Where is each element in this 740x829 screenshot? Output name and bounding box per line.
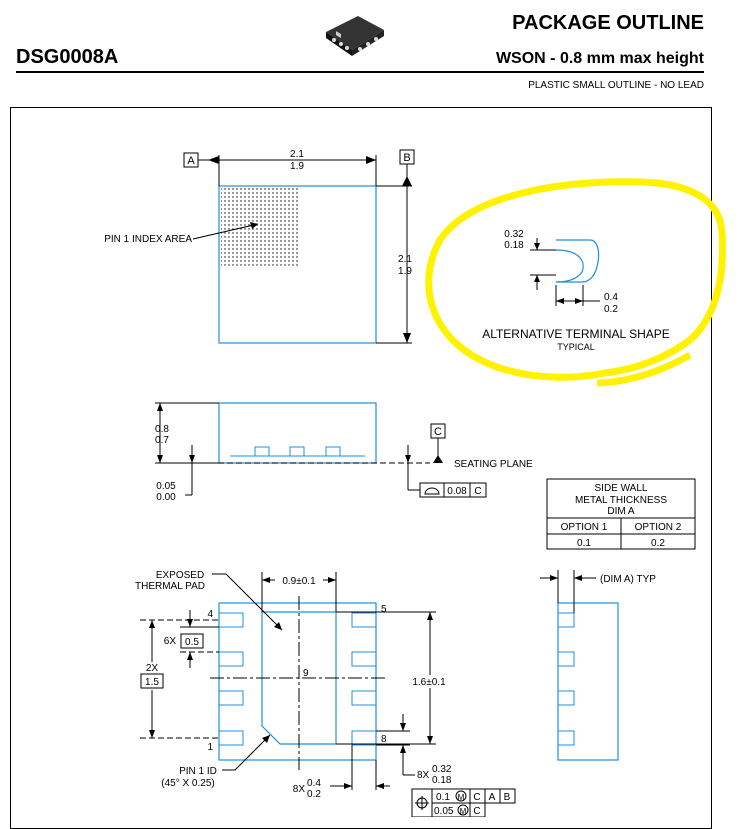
pad-pin8 [351,730,377,746]
pin1-index-label: PIN 1 INDEX AREA [104,234,192,245]
pin1-label: 1 [207,742,213,753]
pin1-index-area [221,188,299,266]
end-view: (DIM A) TYP [540,570,656,761]
len-min: 0.2 [307,789,321,800]
top-height-min: 1.9 [398,266,412,277]
pin1-id-label-2: (45° X 0.25) [161,778,214,789]
datum-b-label: B [403,152,410,164]
top-view: A 2.1 1.9 B 2.1 1.9 PIN 1 INDEX AREA [104,149,415,344]
tol2-datum-c: C [473,806,480,817]
top-height-max: 2.1 [398,254,412,265]
top-view-outline [218,185,377,344]
tol1-datum-a: A [489,792,496,803]
span-value: 1.5 [145,677,159,688]
table-col-option2: OPTION 2 [635,522,682,533]
bottom-view-outline [218,602,377,761]
header-rule [16,71,704,73]
side-height-max: 0.8 [155,424,169,435]
table-col-option1: OPTION 1 [561,522,608,533]
table-header-line1: SIDE WALL [595,483,648,494]
pitch-count: 6X [164,636,177,647]
alt-dim2-max: 0.4 [604,292,618,303]
package-subtitle: WSON - 0.8 mm max height [495,50,704,67]
side-standoff-max: 0.05 [156,481,176,492]
pad-pin1 [218,730,244,746]
tol1-value: 0.1 [436,792,450,803]
datum-a-label: A [187,155,195,167]
metal-thickness-table: SIDE WALL METAL THICKNESS DIM A OPTION 1… [546,478,696,550]
wid-max: 0.32 [432,764,452,775]
exposed-pad-label-1: EXPOSED [156,570,204,581]
side-height-min: 0.7 [155,435,169,446]
bottom-view: 4 5 8 1 9 EXPOSED THERMAL PAD 0.9±0.1 1.… [135,570,516,817]
pin1-id-label-1: PIN 1 ID [179,766,217,777]
pin4-label: 4 [207,609,213,620]
span-count: 2X [146,663,159,674]
document-number: DSG0008A [16,46,119,68]
alt-terminal-subtitle: TYPICAL [557,342,595,352]
package-chip-icon [326,16,384,56]
datum-c-label: C [434,426,442,438]
svg-text:M: M [460,807,467,816]
table-val-option2: 0.2 [651,538,665,549]
top-width-max: 2.1 [290,149,304,160]
alt-terminal-title: ALTERNATIVE TERMINAL SHAPE [482,327,670,341]
seating-plane-label: SEATING PLANE [454,459,533,470]
thermal-pad [261,611,337,745]
tol2-value: 0.05 [434,806,454,817]
pad-height-dim: 1.6±0.1 [412,677,446,688]
tol1-datum-c: C [473,792,480,803]
len-max: 0.4 [307,778,321,789]
flatness-datum: C [474,486,481,497]
pad-width-dim: 0.9±0.1 [282,576,316,587]
alt-dim2-min: 0.2 [604,304,618,315]
package-description: PLASTIC SMALL OUTLINE - NO LEAD [528,80,704,91]
alt-terminal-shape [556,239,600,283]
table-val-option1: 0.1 [577,538,591,549]
wid-count: 8X [417,770,430,781]
len-count: 8X [293,784,306,795]
pin5-label: 5 [381,604,387,615]
alt-dim1-min: 0.18 [504,240,524,251]
alternative-terminal-detail: 0.32 0.18 0.4 0.2 ALTERNATIVE TERMINAL S… [425,178,726,387]
page-title: PACKAGE OUTLINE [512,12,704,34]
highlight-ellipse [425,178,726,381]
dim-a-label: (DIM A) TYP [600,574,656,585]
wid-min: 0.18 [432,775,452,786]
pad-pin5 [351,612,377,628]
pad-pin4 [218,612,244,628]
side-view-body [218,402,377,464]
svg-text:M: M [458,793,465,802]
pin9-label: 9 [303,668,309,679]
alt-dim1-max: 0.32 [504,229,524,240]
table-header-line2: METAL THICKNESS [575,495,667,506]
exposed-pad-label-2: THERMAL PAD [135,581,205,592]
pin8-label: 8 [381,734,387,745]
top-width-min: 1.9 [290,161,304,172]
flatness-value: 0.08 [447,486,467,497]
table-header-line3: DIM A [607,506,635,517]
tol1-datum-b: B [504,792,511,803]
side-view: 0.8 0.7 0.05 0.00 C SEATING PLANE 0.08 C [155,402,533,503]
pitch-value: 0.5 [185,637,199,648]
side-standoff-min: 0.00 [156,492,176,503]
